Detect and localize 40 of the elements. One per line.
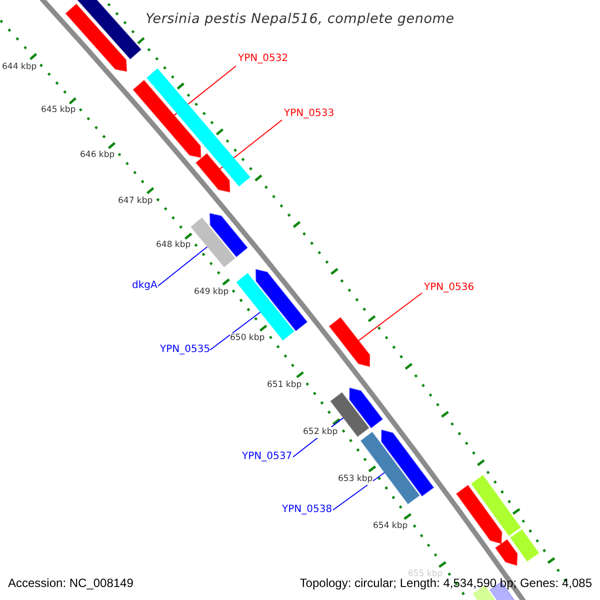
gene-bar	[470, 474, 522, 536]
leader-line	[158, 246, 208, 286]
scale-label: 647 kbp	[118, 196, 153, 207]
gene-bar	[255, 268, 308, 332]
gene-bar	[381, 430, 434, 496]
scale-label: 649 kbp	[194, 287, 229, 298]
gene-bar	[196, 153, 230, 193]
gene-bar	[132, 80, 202, 158]
leader-line	[210, 311, 262, 350]
gene-bar	[456, 484, 502, 544]
scale-label: 650 kbp	[230, 333, 265, 344]
gene-label: YPN_0538	[282, 503, 332, 517]
gene-bar	[190, 217, 236, 268]
gene-bar	[349, 388, 383, 428]
scale-label: 648 kbp	[156, 240, 191, 251]
gene-label: YPN_0537	[242, 450, 292, 464]
scale-label: 653 kbp	[338, 474, 373, 485]
gene-label: YPN_0533	[284, 107, 334, 121]
scale-label: 651 kbp	[267, 380, 302, 391]
gene-label: dkgA	[132, 279, 158, 293]
title: Yersinia pestis Nepal516, complete genome	[146, 10, 454, 29]
gene-label: YPN_0535	[160, 343, 210, 357]
gene-bar	[209, 212, 248, 258]
gene-bar	[510, 529, 540, 562]
gene-bar	[146, 68, 251, 187]
leader-line	[332, 472, 386, 510]
gene-label: YPN_0532	[238, 52, 288, 66]
scale-label: 646 kbp	[80, 150, 115, 161]
genome-summary: Topology: circular; Length: 4,534,590 bp; Genes: 4,085	[300, 576, 592, 591]
scale-label: 654 kbp	[373, 521, 408, 532]
gene-bar	[65, 4, 128, 72]
gene-bar	[328, 317, 370, 368]
gene-bar	[76, 0, 142, 60]
scale-label: 644 kbp	[2, 62, 37, 73]
accession-text: Accession: NC_008149	[8, 575, 134, 591]
scale-label: 652 kbp	[303, 427, 338, 438]
scale-label: 645 kbp	[41, 105, 76, 116]
leader-line	[358, 292, 422, 342]
gene-bar	[495, 539, 518, 566]
gene-label: YPN_0536	[424, 281, 474, 295]
